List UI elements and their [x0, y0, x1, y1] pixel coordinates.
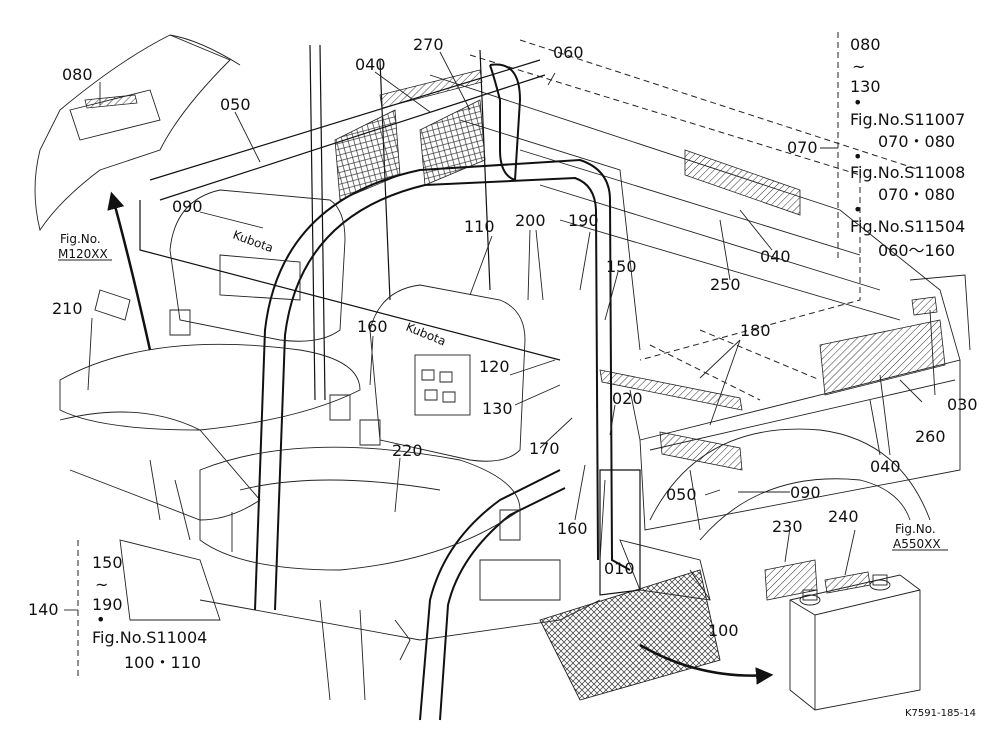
callout-040-side: 040: [870, 457, 901, 476]
arrow-to-battery: [639, 643, 774, 685]
drawing-code: K7591-185-14: [905, 708, 976, 719]
ref-bl-range-end: 190: [92, 595, 123, 614]
ref-tilde: ~: [852, 57, 865, 76]
ref-bl-range-start: 150: [92, 553, 123, 572]
callout-260: 260: [915, 427, 946, 446]
callout-240: 240: [828, 507, 859, 526]
ref-bl-fig: Fig.No.S11004: [92, 628, 207, 647]
decal-250: [684, 149, 801, 216]
ref-bl-tilde: ~: [95, 575, 108, 594]
callout-150: 150: [606, 257, 637, 276]
callout-090-rear: 090: [172, 197, 203, 216]
callout-200: 200: [515, 211, 546, 230]
callout-100: 100: [708, 621, 739, 640]
battery-label-240: [824, 571, 871, 594]
rear-fender: [649, 428, 931, 521]
callout-190: 190: [568, 211, 599, 230]
rear-seat-back: [169, 189, 346, 342]
callout-180: 180: [740, 321, 771, 340]
ref-block-bottom-left: 150 ~ 190 • Fig.No.S11004 100・110: [92, 553, 207, 672]
fig-ref-battery-line2: A550XX: [893, 537, 941, 551]
decal-030: [911, 296, 938, 316]
rear-screen: [309, 44, 491, 401]
fig-ref-battery-line1: Fig.No.: [895, 522, 936, 536]
dash-area: [59, 411, 261, 521]
cargo-bed: [429, 39, 971, 531]
ref-fig-2: Fig.No.S11008: [850, 163, 965, 182]
callout-090-bed: 090: [790, 483, 821, 502]
fig-ref-cowl: Fig.No. M120XX: [58, 232, 108, 261]
seat-logo-front: Kubota: [404, 320, 448, 349]
callout-220: 220: [392, 441, 423, 460]
ref-range-start: 080: [850, 35, 881, 54]
callout-160-upper: 160: [357, 317, 388, 336]
callout-010: 010: [604, 559, 635, 578]
seat-brackets: [94, 289, 521, 541]
front-cowl: [34, 34, 241, 232]
ref-block-top-right: 080 ~ 130 • Fig.No.S11007 070・080 • Fig.…: [850, 35, 965, 260]
callout-050-top: 050: [220, 95, 251, 114]
callout-040-bed: 040: [760, 247, 791, 266]
fig-ref-cowl-line1: Fig.No.: [60, 232, 101, 246]
callout-140: 140: [28, 600, 59, 619]
battery: [789, 571, 921, 711]
decal-260: [819, 319, 946, 396]
grille-panel: [539, 569, 721, 701]
seat-logo-rear: Kubota: [231, 228, 275, 255]
ref-bullet-3: •: [853, 200, 862, 219]
seat-cushions: [59, 343, 521, 571]
callout-210: 210: [52, 299, 83, 318]
ref-bl-items: 100・110: [124, 653, 201, 672]
leader-lines: [58, 32, 948, 680]
decal-180: [599, 369, 743, 411]
callout-050-bed: 050: [666, 485, 697, 504]
callout-170: 170: [529, 439, 560, 458]
ref-fig-1: Fig.No.S11007: [850, 110, 965, 129]
callout-070: 070: [787, 138, 818, 157]
front-seat-back: [369, 284, 526, 462]
fig-ref-battery: Fig.No. A550XX: [893, 522, 941, 551]
decal-230: [764, 559, 818, 601]
callout-030: 030: [947, 395, 978, 414]
arrow-to-cowl: [107, 191, 152, 351]
fig-ref-cowl-line2: M120XX: [58, 247, 108, 261]
callout-250: 250: [710, 275, 741, 294]
ref-bl-bullet: •: [96, 610, 105, 629]
ref-fig-1-items: 070・080: [878, 132, 955, 151]
callout-270: 270: [413, 35, 444, 54]
ref-fig-2-items: 070・080: [878, 185, 955, 204]
callout-040-top: 040: [355, 55, 386, 74]
ref-range-end: 130: [850, 77, 881, 96]
ref-fig-3: Fig.No.S11504: [850, 217, 965, 236]
callout-120: 120: [479, 357, 510, 376]
callout-labels: 010 020 030 040 040 040 050 050 060 070 …: [28, 35, 978, 640]
decal-050-bed: [659, 431, 743, 471]
callout-160-lower: 160: [557, 519, 588, 538]
callout-060: 060: [553, 43, 584, 62]
callout-110: 110: [464, 217, 495, 236]
callout-020: 020: [612, 389, 643, 408]
ref-fig-3-items: 060～160: [878, 241, 955, 260]
ref-bullet-2: •: [853, 147, 862, 166]
callout-230: 230: [772, 517, 803, 536]
callout-080: 080: [62, 65, 93, 84]
ref-bullet-1: •: [853, 93, 862, 112]
callout-130: 130: [482, 399, 513, 418]
